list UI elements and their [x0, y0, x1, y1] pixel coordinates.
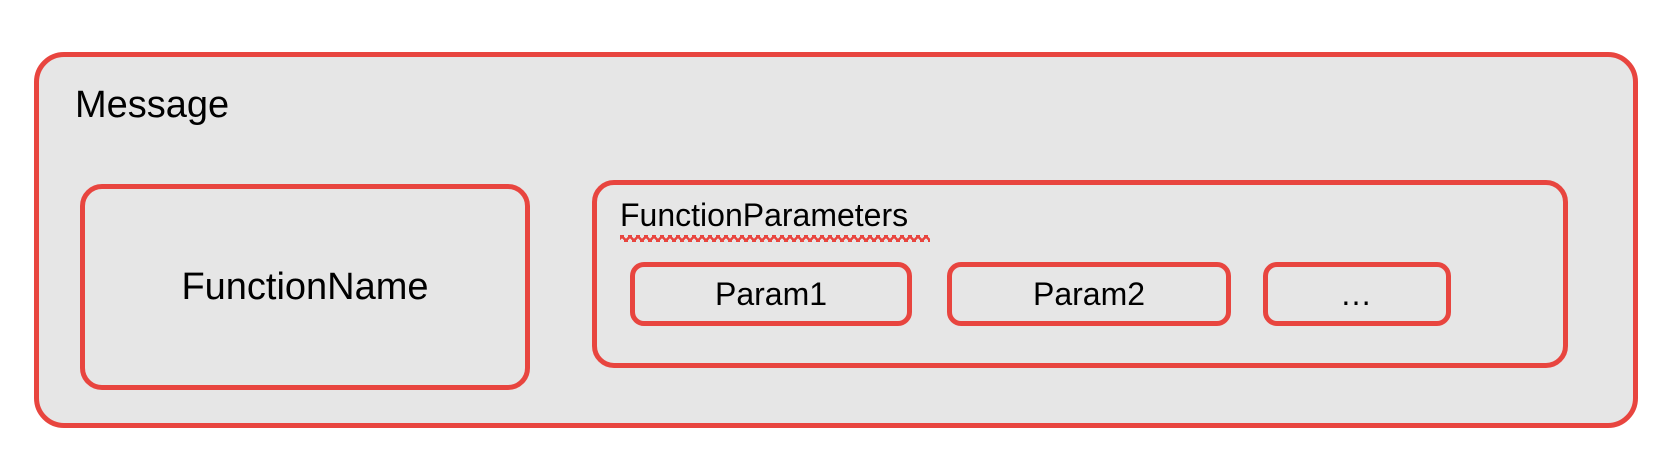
function-parameters-label: FunctionParameters	[620, 197, 909, 233]
param-label-ellipsis: …	[1340, 276, 1374, 312]
message-box-label: Message	[75, 84, 230, 126]
function-parameters-label-group: FunctionParameters	[620, 196, 930, 244]
function-name-label: FunctionName	[181, 266, 429, 308]
param-box-ellipsis: …	[1263, 262, 1451, 326]
param-box: Param2	[947, 262, 1231, 326]
function-name-box: FunctionName	[80, 184, 530, 390]
param-label: Param2	[1032, 276, 1146, 312]
param-label: Param1	[714, 276, 828, 312]
spellcheck-squiggle-underline	[620, 235, 930, 242]
param-box: Param1	[630, 262, 912, 326]
